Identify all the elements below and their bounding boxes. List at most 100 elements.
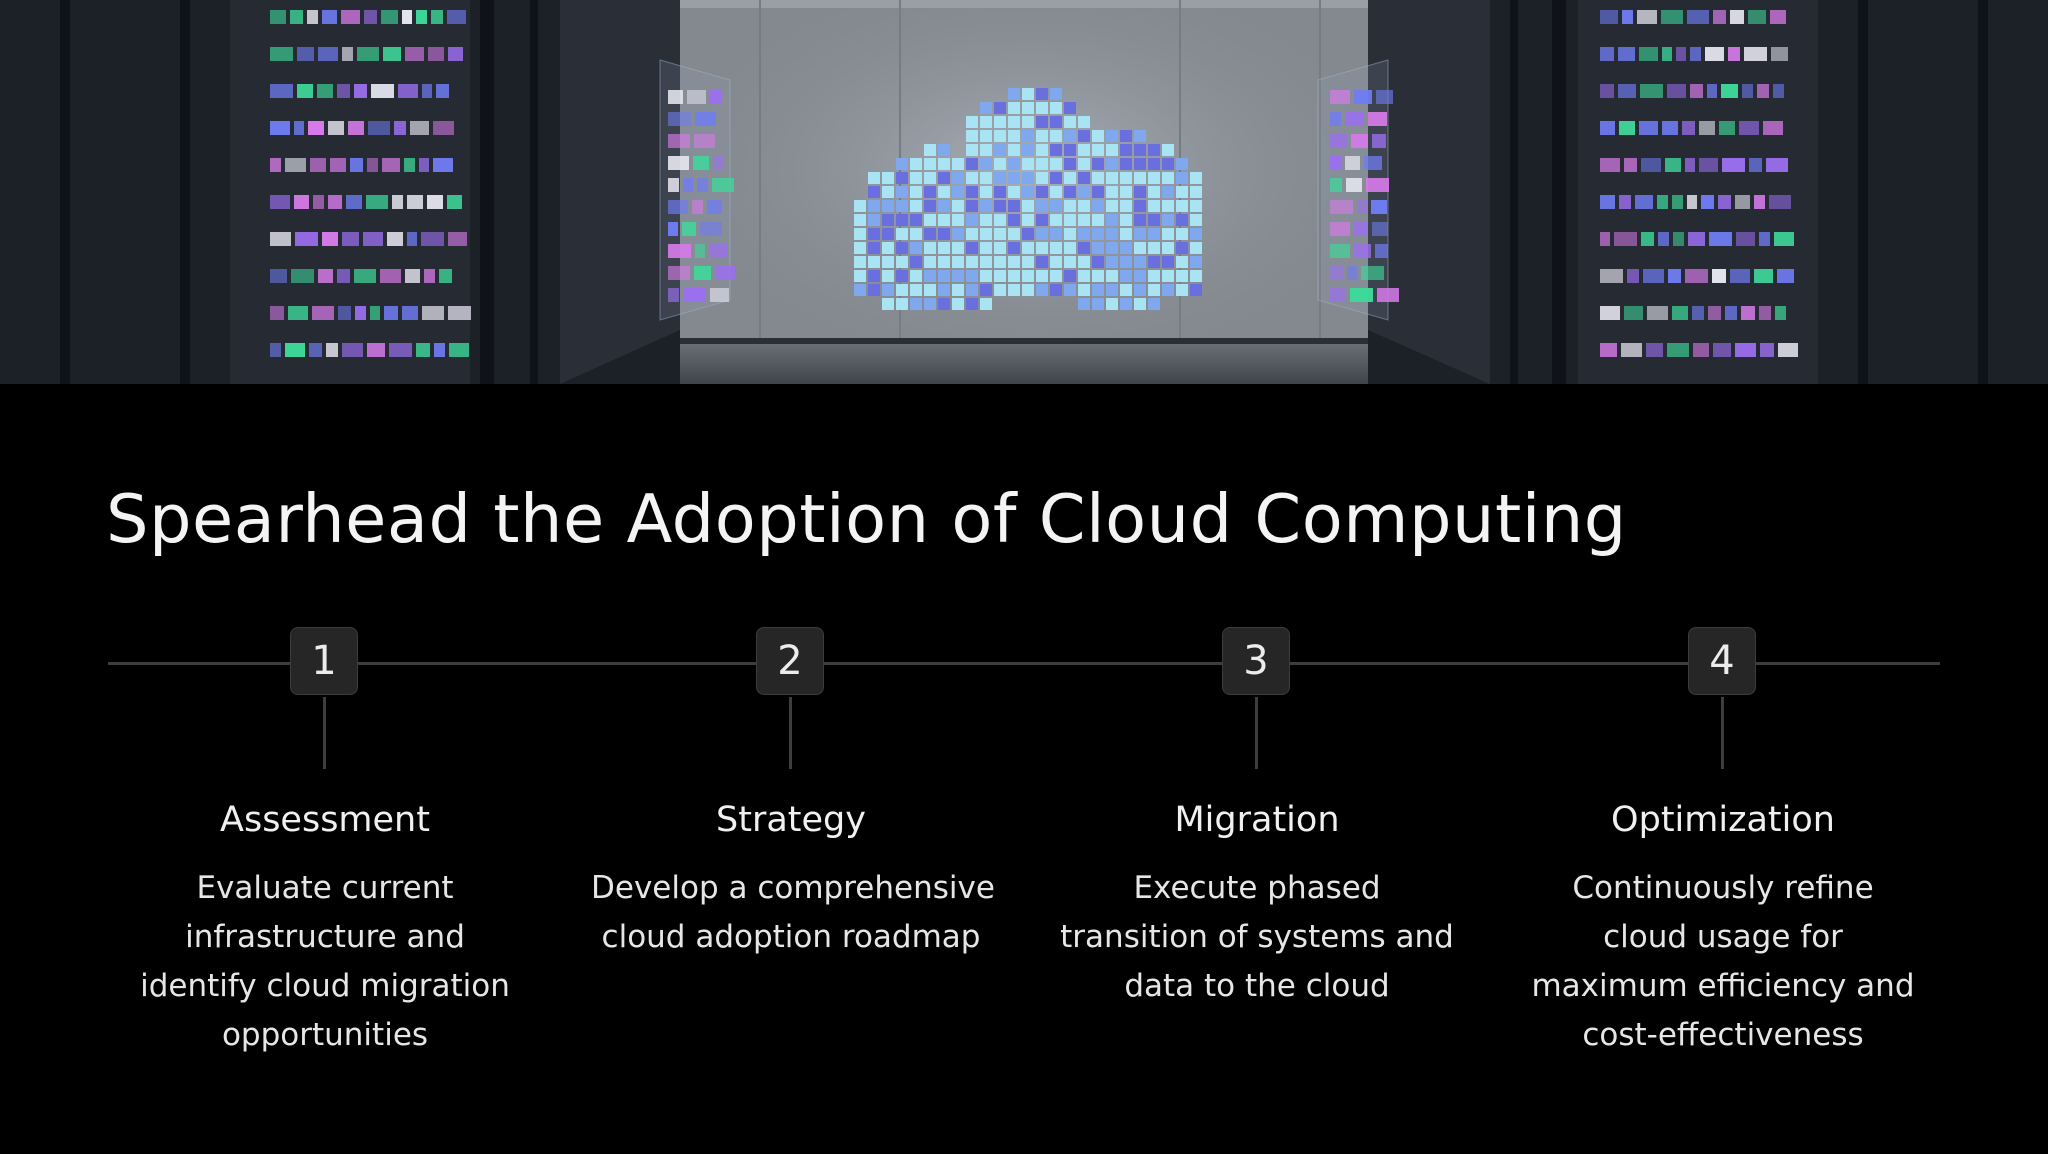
- step-title: Strategy: [716, 800, 866, 840]
- cloud-tile: [1162, 172, 1174, 184]
- server-led: [448, 47, 463, 61]
- cloud-tile: [1134, 158, 1146, 170]
- cloud-tile: [1148, 186, 1160, 198]
- server-led: [1330, 90, 1350, 104]
- cloud-tile: [924, 144, 936, 156]
- server-led: [1350, 288, 1373, 302]
- server-room-illustration: [0, 0, 2048, 384]
- server-led: [1375, 244, 1388, 258]
- cloud-tile: [952, 298, 964, 310]
- server-led: [337, 269, 350, 283]
- server-led: [1730, 10, 1744, 24]
- cloud-tile: [1050, 186, 1062, 198]
- server-led: [1707, 84, 1717, 98]
- cloud-tile: [938, 144, 950, 156]
- server-led: [1621, 343, 1642, 357]
- server-led: [687, 90, 706, 104]
- cloud-tile: [1134, 242, 1146, 254]
- cloud-tile: [1064, 270, 1076, 282]
- cloud-tile: [966, 144, 978, 156]
- cloud-tile: [854, 228, 866, 240]
- cloud-tile: [1176, 172, 1188, 184]
- cloud-tile: [910, 172, 922, 184]
- server-led: [1614, 232, 1637, 246]
- server-led: [297, 84, 313, 98]
- cloud-tile: [1190, 172, 1202, 184]
- cloud-tile: [980, 298, 992, 310]
- step-description: Develop a comprehensive cloud adoption r…: [591, 870, 995, 955]
- server-led: [1685, 269, 1708, 283]
- server-led: [1371, 200, 1387, 214]
- server-led: [1735, 195, 1750, 209]
- cloud-tile: [1022, 186, 1034, 198]
- cloud-tile: [924, 284, 936, 296]
- cloud-tile: [966, 130, 978, 142]
- cloud-tile: [1148, 214, 1160, 226]
- server-led: [1646, 343, 1663, 357]
- cloud-tile: [910, 256, 922, 268]
- server-led: [1641, 158, 1661, 172]
- server-led: [1330, 134, 1347, 148]
- cloud-tile: [1078, 214, 1090, 226]
- server-led: [1619, 195, 1631, 209]
- server-led: [693, 156, 709, 170]
- server-led: [1351, 134, 1368, 148]
- cloud-tile: [980, 228, 992, 240]
- cloud-tile: [938, 228, 950, 240]
- cloud-tile: [1134, 130, 1146, 142]
- server-led: [1718, 195, 1731, 209]
- cloud-tile: [1064, 158, 1076, 170]
- cloud-tile: [882, 172, 894, 184]
- cloud-tile: [952, 284, 964, 296]
- server-led: [270, 269, 287, 283]
- server-led: [410, 121, 429, 135]
- server-led: [1600, 343, 1617, 357]
- server-led: [1376, 90, 1393, 104]
- server-led: [309, 343, 322, 357]
- cloud-tile: [1008, 284, 1020, 296]
- server-led: [270, 121, 290, 135]
- server-led: [692, 200, 703, 214]
- cloud-tile: [1120, 214, 1132, 226]
- cloud-tile: [980, 158, 992, 170]
- cloud-tile: [882, 214, 894, 226]
- cloud-tile: [994, 284, 1006, 296]
- cloud-tile: [868, 242, 880, 254]
- server-led: [1728, 47, 1740, 61]
- server-led: [270, 195, 290, 209]
- server-led: [1676, 47, 1686, 61]
- cloud-tile: [924, 298, 936, 310]
- cloud-tile: [1176, 270, 1188, 282]
- server-led: [307, 10, 318, 24]
- server-led: [1763, 121, 1783, 135]
- server-led: [1757, 84, 1769, 98]
- server-led: [285, 158, 306, 172]
- server-led: [392, 195, 403, 209]
- cloud-tile: [1036, 102, 1048, 114]
- cloud-tile: [910, 158, 922, 170]
- cloud-tile: [1022, 242, 1034, 254]
- server-led: [436, 84, 449, 98]
- cloud-tile: [1008, 228, 1020, 240]
- server-led: [387, 232, 403, 246]
- server-led: [308, 121, 324, 135]
- cloud-tile: [1078, 284, 1090, 296]
- step-connector: [323, 697, 326, 769]
- cloud-tile: [924, 186, 936, 198]
- cloud-tile: [1050, 144, 1062, 156]
- cloud-tile: [1162, 256, 1174, 268]
- server-led: [1721, 84, 1738, 98]
- cloud-tile: [1008, 242, 1020, 254]
- cloud-tile: [1036, 88, 1048, 100]
- server-led: [447, 195, 462, 209]
- cloud-tile: [1022, 102, 1034, 114]
- server-led: [433, 158, 453, 172]
- server-led: [348, 121, 364, 135]
- cloud-tile: [1134, 186, 1146, 198]
- server-led: [371, 84, 394, 98]
- cloud-tile: [1190, 200, 1202, 212]
- server-led: [355, 306, 366, 320]
- cloud-tile: [980, 200, 992, 212]
- server-led: [405, 269, 420, 283]
- cloud-tile: [910, 228, 922, 240]
